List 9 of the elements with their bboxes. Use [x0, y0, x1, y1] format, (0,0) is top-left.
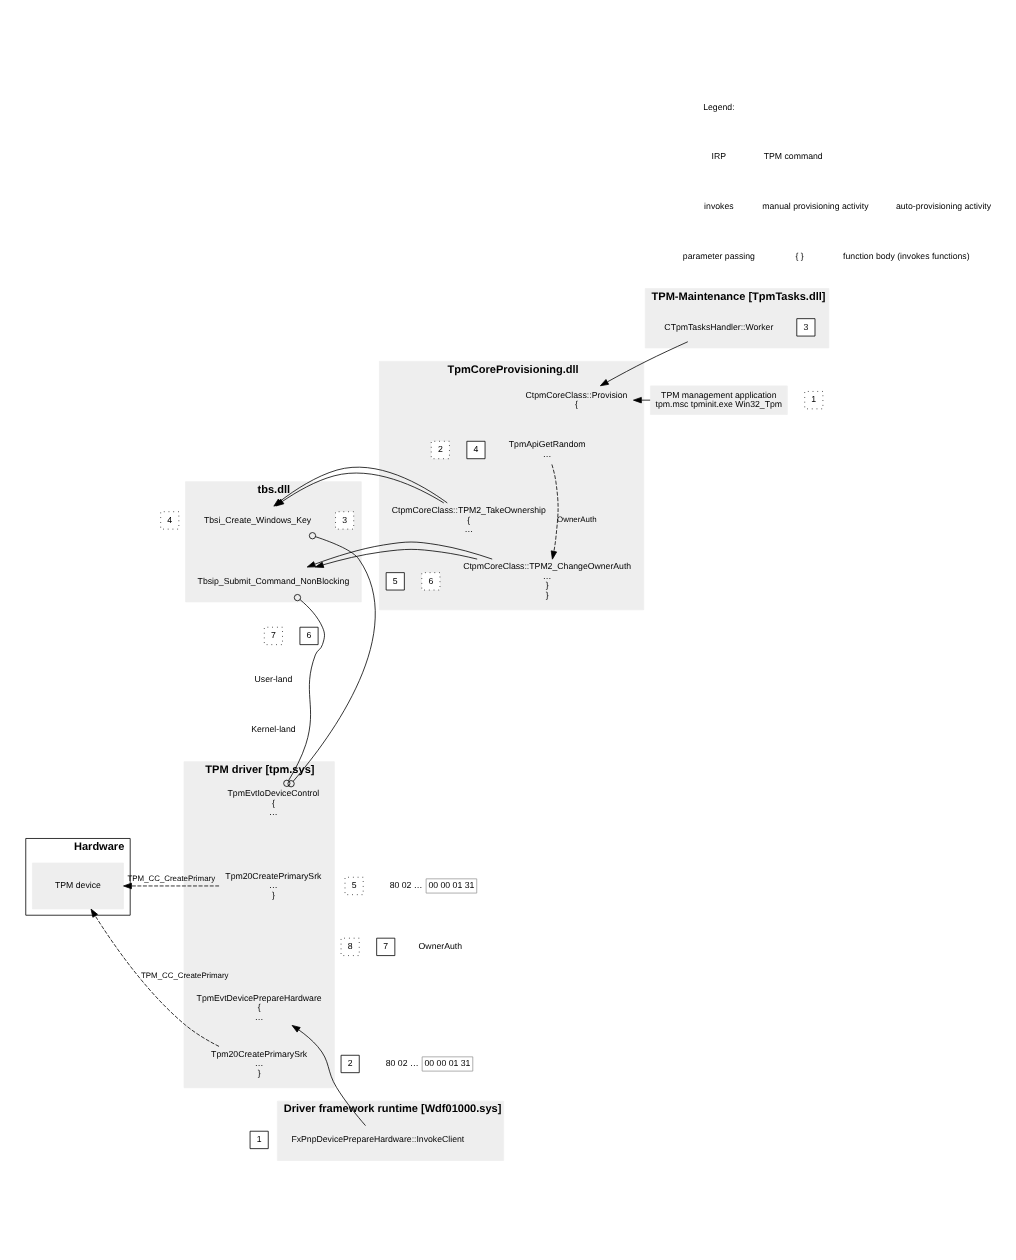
connector	[287, 532, 376, 788]
arrow	[306, 541, 493, 568]
arrow	[550, 464, 559, 560]
arrow	[123, 882, 220, 890]
arrow	[600, 341, 689, 387]
arrow	[633, 397, 651, 404]
connector	[283, 594, 325, 787]
arrow	[291, 1025, 366, 1127]
arrow	[90, 908, 220, 1047]
